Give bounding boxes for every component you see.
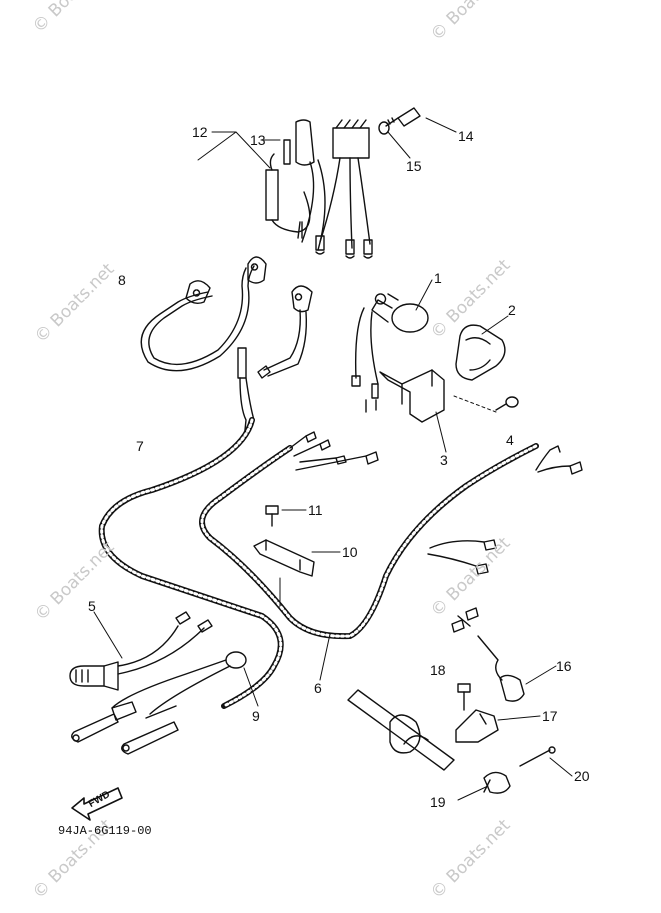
callout-16: 16 [556,658,572,674]
washer-15-part [378,121,390,135]
callout-9: 9 [252,708,260,724]
callout-1: 1 [434,270,442,286]
callout-10: 10 [342,544,358,560]
callout-4: 4 [506,432,514,448]
diagram-code: 94JA-6G119-00 [58,824,152,838]
callout-11: 11 [308,502,323,518]
switch-16-part [451,607,525,702]
clamp-10-part [253,539,315,577]
callout-17: 17 [542,708,558,724]
bolt-11-part [265,505,279,527]
relay-cover-part [455,324,506,381]
starter-relay-part [351,293,429,413]
fuse-cap-12 [265,169,279,221]
callout-14: 14 [458,128,474,144]
battery-cable-part [140,256,267,372]
callout-18: 18 [430,662,446,678]
regulator-body [332,127,370,159]
callout-20: 20 [574,768,590,784]
screw-4-part [495,396,519,411]
callout-12: 12 [192,124,208,140]
callout-6: 6 [314,680,322,696]
callout-7: 7 [136,438,144,454]
callout-19: 19 [430,794,446,810]
grommet-9-part [71,651,247,755]
switch-5-part [69,611,213,691]
callout-8: 8 [118,272,126,288]
main-harness-part [98,285,583,709]
bolt-18-part [457,683,471,711]
forward-arrow-icon [71,787,123,821]
fuse-13 [283,139,291,165]
shaft-assembly [347,689,455,771]
callout-3: 3 [440,452,448,468]
bracket-17-part [455,709,499,743]
bolt-14-part [385,107,421,127]
fuse-holder [295,119,315,166]
callout-13: 13 [250,132,266,148]
clip-19-part [483,771,511,794]
callout-2: 2 [508,302,516,318]
callout-15: 15 [406,158,422,174]
rectifier-regulator-part [265,119,373,259]
relay-bracket-part [379,369,445,423]
pin-20-part [519,746,556,767]
callout-5: 5 [88,598,96,614]
